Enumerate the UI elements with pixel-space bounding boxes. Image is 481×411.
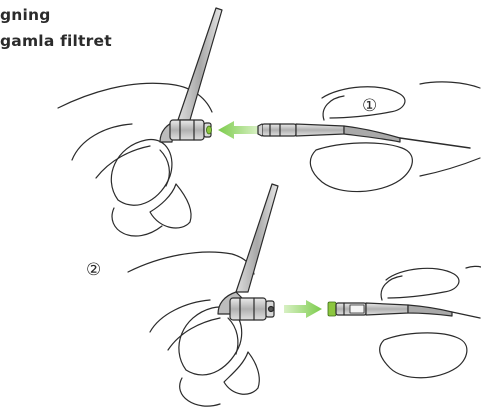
right-thumb — [310, 143, 412, 192]
left-thumb — [111, 140, 172, 206]
arrow-remove — [218, 121, 258, 139]
left-hand-outline-2 — [128, 252, 254, 274]
new-filter — [328, 302, 336, 316]
arrow-insert — [284, 300, 322, 318]
filter-tool-shaft — [296, 124, 344, 136]
filter-tool-shaft-2 — [366, 303, 408, 315]
finger — [150, 184, 191, 228]
right-thumb-2 — [380, 333, 467, 378]
step-2-illustration — [128, 184, 481, 406]
hearing-aid-receiver-2 — [230, 298, 266, 320]
finger-2 — [224, 352, 259, 394]
tube — [178, 8, 222, 120]
filter-tool-head — [262, 124, 296, 136]
tube-2 — [236, 184, 278, 292]
right-finger-2 — [386, 268, 459, 298]
old-filter — [207, 126, 212, 134]
hearing-aid-receiver — [170, 120, 204, 140]
right-finger — [322, 87, 405, 118]
